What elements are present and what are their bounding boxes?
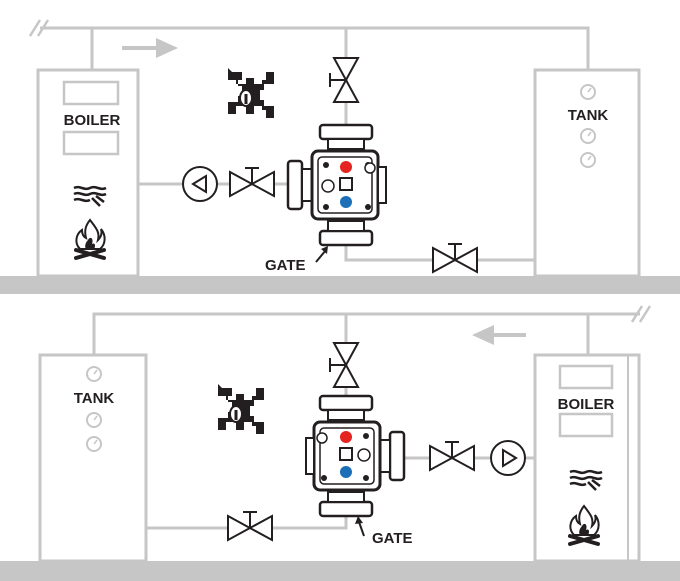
- pipe-break-icon: [630, 305, 652, 323]
- gate-pointer-icon: [315, 246, 328, 263]
- valve-schematic-icon: [216, 382, 266, 436]
- mixing-valve-icon: [304, 394, 406, 518]
- valve-icon: [229, 167, 275, 197]
- mixing-valve-icon: [286, 123, 388, 247]
- tank-label: TANK: [74, 390, 115, 407]
- pipe-break-icon: [28, 19, 50, 37]
- flow-arrow-icon: [472, 325, 526, 345]
- tank-unit: TANK: [533, 68, 641, 278]
- gauge-icon: [86, 412, 102, 428]
- boiler-label: BOILER: [64, 112, 121, 129]
- boiler-unit: BOILER: [533, 353, 641, 563]
- pump-icon: [182, 166, 218, 202]
- bottom-floor: [0, 561, 680, 581]
- valve-icon: [227, 511, 273, 541]
- gauge-icon: [86, 366, 102, 382]
- gauge-icon: [580, 152, 596, 168]
- tank-unit: TANK: [38, 353, 148, 563]
- valve-icon: [329, 342, 359, 388]
- valve-icon: [429, 441, 475, 471]
- boiler-unit: BOILER: [36, 68, 140, 278]
- top-floor: [0, 276, 680, 294]
- gate-pointer-icon: [355, 516, 365, 537]
- pump-icon: [490, 440, 526, 476]
- gate-label: GATE: [265, 257, 306, 274]
- tank-label: TANK: [568, 107, 609, 124]
- bottom-diagram: TANK BOILER: [0, 305, 680, 581]
- flow-arrow-icon: [122, 38, 178, 58]
- gauge-icon: [580, 128, 596, 144]
- valve-schematic-icon: [226, 66, 276, 120]
- valve-icon: [432, 243, 478, 273]
- valve-icon: [329, 57, 359, 103]
- gauge-icon: [580, 84, 596, 100]
- top-diagram: BOILER TANK: [0, 19, 680, 294]
- boiler-label: BOILER: [558, 396, 615, 413]
- gauge-icon: [86, 436, 102, 452]
- gate-label: GATE: [372, 530, 413, 547]
